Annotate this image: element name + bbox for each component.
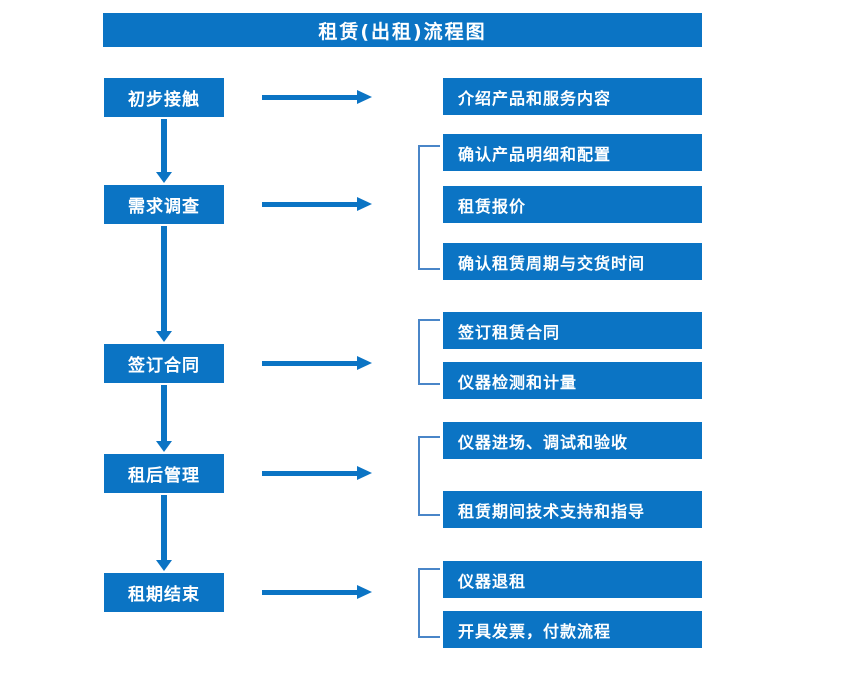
- stage-box-sign-contract[interactable]: 签订合同: [104, 344, 224, 383]
- stage-box-post-rental-management[interactable]: 租后管理: [104, 454, 224, 493]
- detail-box-rental-quote[interactable]: 租赁报价: [443, 186, 702, 223]
- vertical-arrow-contract-to-management: [156, 385, 172, 452]
- stage-box-initial-contact[interactable]: 初步接触: [104, 78, 224, 117]
- horizontal-arrow-sign-contract: [262, 356, 372, 370]
- vertical-arrow-management-to-end: [156, 495, 172, 571]
- detail-box-confirm-product-details[interactable]: 确认产品明细和配置: [443, 134, 702, 171]
- stage-box-needs-survey[interactable]: 需求调查: [104, 185, 224, 224]
- horizontal-arrow-initial-contact: [262, 90, 372, 104]
- vertical-arrow-survey-to-contract: [156, 226, 172, 342]
- bracket-sign-contract-group: [418, 319, 440, 385]
- horizontal-arrow-rental-end: [262, 585, 372, 599]
- detail-box-technical-support[interactable]: 租赁期间技术支持和指导: [443, 491, 702, 528]
- detail-box-introduce-products[interactable]: 介绍产品和服务内容: [443, 78, 702, 115]
- stage-box-rental-end[interactable]: 租期结束: [104, 573, 224, 612]
- horizontal-arrow-post-rental-management: [262, 466, 372, 480]
- detail-box-instrument-return[interactable]: 仪器退租: [443, 561, 702, 598]
- detail-box-confirm-rental-period[interactable]: 确认租赁周期与交货时间: [443, 243, 702, 280]
- vertical-arrow-contact-to-survey: [156, 119, 172, 183]
- detail-box-instrument-installation[interactable]: 仪器进场、调试和验收: [443, 422, 702, 459]
- detail-box-invoice-payment[interactable]: 开具发票，付款流程: [443, 611, 702, 648]
- detail-box-sign-rental-contract[interactable]: 签订租赁合同: [443, 312, 702, 349]
- detail-box-instrument-inspection[interactable]: 仪器检测和计量: [443, 362, 702, 399]
- bracket-needs-survey-group: [418, 145, 440, 270]
- flowchart-title: 租赁(出租)流程图: [103, 13, 702, 47]
- bracket-rental-end-group: [418, 568, 440, 638]
- bracket-post-rental-group: [418, 436, 440, 516]
- horizontal-arrow-needs-survey: [262, 197, 372, 211]
